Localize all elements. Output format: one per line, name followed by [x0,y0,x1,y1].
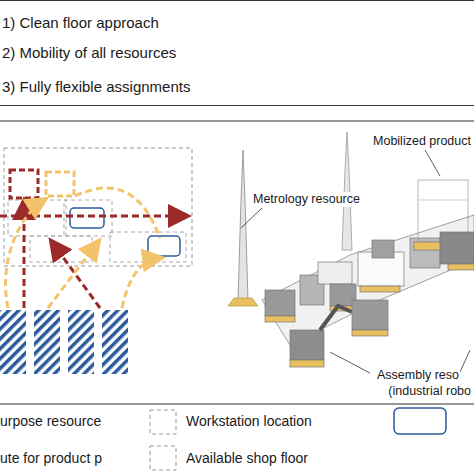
leader-line [241,208,262,228]
legend-samples [150,408,446,470]
tower [342,132,352,250]
legend-text: ute for product p [0,450,102,467]
panel-border [0,120,474,121]
principle-text: 1) Clean floor approach [2,14,159,32]
principle-text: 3) Fully flexible assignments [2,78,190,96]
layout-schematic [0,148,192,374]
callout-label: (industrial robo [387,384,472,399]
principle-band: 1) Clean floor approach 2) Mobility of al… [0,0,474,106]
metrology-resource [228,150,258,306]
leader-line [460,350,470,372]
callout-label: Assembly reso [376,368,460,383]
legend-text: urpose resource [0,413,101,430]
leader-line [425,150,440,176]
legend-text: Available shop floor [186,450,308,467]
callout-label: Metrology resource [252,192,361,207]
leader-line [330,352,370,373]
callout-label: Mobilized product [372,134,472,149]
assembly-line [262,180,474,367]
panel-border [0,403,474,404]
principle-text: 2) Mobility of all resources [2,44,176,62]
legend-text: Workstation location [186,413,312,430]
